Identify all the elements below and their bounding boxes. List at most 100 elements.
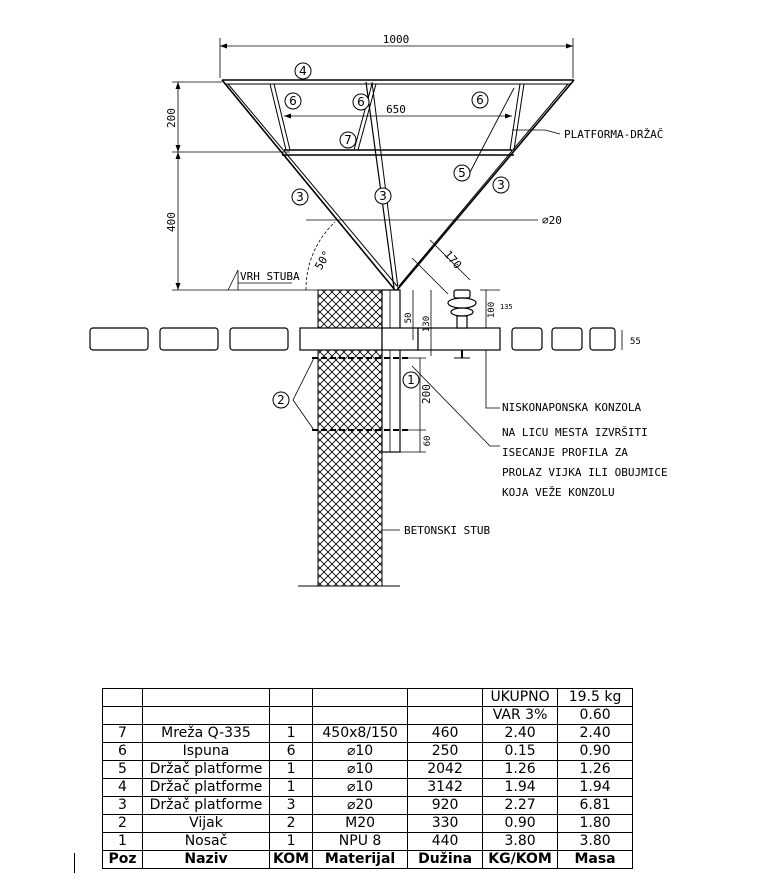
summary-row-total: UKUPNO 19.5 kg <box>102 688 634 707</box>
dim-60-text: 60 <box>423 436 433 447</box>
summary-value: 0.60 <box>557 706 634 725</box>
dim-right-lower: 200 60 <box>400 357 433 453</box>
vrh-stuba-text: VRH STUBA <box>240 270 300 283</box>
cell-kgkom: 0.90 <box>482 814 559 833</box>
marker-2: 2 <box>277 393 285 407</box>
cell-masa: 1.26 <box>557 760 634 779</box>
platform-label: PLATFORMA-DRŽAČ <box>564 128 663 141</box>
summary-row-var: VAR 3% 0.60 <box>102 706 634 725</box>
table-header-row: Poz Naziv KOM Materijal Dužina KG/KOM Ma… <box>102 850 634 869</box>
marker-6-c: 6 <box>476 93 484 107</box>
header-naziv: Naziv <box>142 850 270 869</box>
cell-poz: 1 <box>102 832 143 851</box>
note-line-1: NA LICU MESTA IZVRŠITI <box>502 426 648 439</box>
dim-diameter: ⌀20 <box>306 214 562 227</box>
dim-1000-text: 1000 <box>383 33 410 46</box>
cell-kom: 1 <box>268 778 314 797</box>
marker-6-a: 6 <box>289 94 297 108</box>
cell-masa: 1.80 <box>557 814 634 833</box>
dim-50-text: 50 <box>404 313 414 324</box>
console-label: NISKONAPONSKA KONZOLA <box>502 401 641 414</box>
position-markers <box>272 62 510 409</box>
insulator-icon <box>447 289 477 359</box>
cell-materijal: ⌀10 <box>312 760 409 779</box>
angle-50: 50° <box>305 221 336 291</box>
cell-poz: 6 <box>102 742 143 761</box>
dim-170-text: 170 <box>441 248 464 272</box>
insulator-dims: 100 135 50 130 55 <box>404 289 641 356</box>
cell-naziv: Nosač <box>142 832 270 851</box>
bracket-profile <box>381 289 401 453</box>
note-line-4: KOJA VEŽE KONZOLU <box>502 486 615 499</box>
note-line-3: PROLAZ VIJKA ILI OBUJMICE <box>502 466 668 479</box>
cell-masa: 3.80 <box>557 832 634 851</box>
cell-duzina: 440 <box>407 832 484 851</box>
cell-poz: 5 <box>102 760 143 779</box>
cell-materijal: ⌀20 <box>312 796 409 815</box>
diameter-text: ⌀20 <box>542 214 562 227</box>
dim-200-upper-text: 200 <box>165 108 178 128</box>
cell-kgkom: 2.40 <box>482 724 559 743</box>
cell-duzina: 250 <box>407 742 484 761</box>
cell-kom: 1 <box>268 760 314 779</box>
cell-naziv: Vijak <box>142 814 270 833</box>
leaders <box>381 350 500 531</box>
cell-poz: 2 <box>102 814 143 833</box>
header-masa: Masa <box>557 850 634 869</box>
bolts <box>292 357 410 431</box>
cell-masa: 0.90 <box>557 742 634 761</box>
cell-poz: 4 <box>102 778 143 797</box>
summary-label: VAR 3% <box>482 706 559 725</box>
cell-duzina: 920 <box>407 796 484 815</box>
cell-poz: 3 <box>102 796 143 815</box>
cell-materijal: M20 <box>312 814 409 833</box>
cell-naziv: Držač platforme <box>142 760 270 779</box>
cell-duzina: 330 <box>407 814 484 833</box>
dim-135-text: 135 <box>500 303 513 311</box>
cell-masa: 2.40 <box>557 724 634 743</box>
cell-duzina: 3142 <box>407 778 484 797</box>
cell-materijal: ⌀10 <box>312 742 409 761</box>
summary-value: 19.5 kg <box>557 688 634 707</box>
marker-7: 7 <box>344 133 352 147</box>
site-note: NA LICU MESTA IZVRŠITI ISECANJE PROFILA … <box>502 426 668 499</box>
marker-3-a: 3 <box>296 190 304 204</box>
dim-left: 200 400 <box>165 81 320 291</box>
dim-170: 170 <box>411 239 471 295</box>
cell-kgkom: 2.27 <box>482 796 559 815</box>
cell-naziv: Ispuna <box>142 742 270 761</box>
cell-kom: 2 <box>268 814 314 833</box>
cell-kgkom: 1.94 <box>482 778 559 797</box>
cell-kom: 6 <box>268 742 314 761</box>
marker-3-c: 3 <box>497 178 505 192</box>
note-line-2: ISECANJE PROFILA ZA <box>502 446 628 459</box>
dim-130-text: 130 <box>422 316 432 332</box>
marker-4: 4 <box>299 64 307 78</box>
cell-materijal: NPU 8 <box>312 832 409 851</box>
cell-materijal: 450x8/150 <box>312 724 409 743</box>
cell-kom: 1 <box>268 724 314 743</box>
marker-3-b: 3 <box>379 189 387 203</box>
cell-kgkom: 3.80 <box>482 832 559 851</box>
dim-650-text: 650 <box>386 103 406 116</box>
technical-drawing: 1000 200 400 <box>89 33 668 587</box>
cell-kom: 1 <box>268 832 314 851</box>
dim-400-text: 400 <box>165 212 178 232</box>
dim-200-lower-text: 200 <box>420 384 433 404</box>
console-beam <box>89 327 616 351</box>
margin-mark <box>74 853 75 873</box>
header-kgkom: KG/KOM <box>482 850 559 869</box>
cell-kgkom: 0.15 <box>482 742 559 761</box>
column-label: BETONSKI STUB <box>404 524 490 537</box>
summary-label: UKUPNO <box>482 688 559 707</box>
cell-kgkom: 1.26 <box>482 760 559 779</box>
cell-naziv: Držač platforme <box>142 796 270 815</box>
cell-duzina: 460 <box>407 724 484 743</box>
